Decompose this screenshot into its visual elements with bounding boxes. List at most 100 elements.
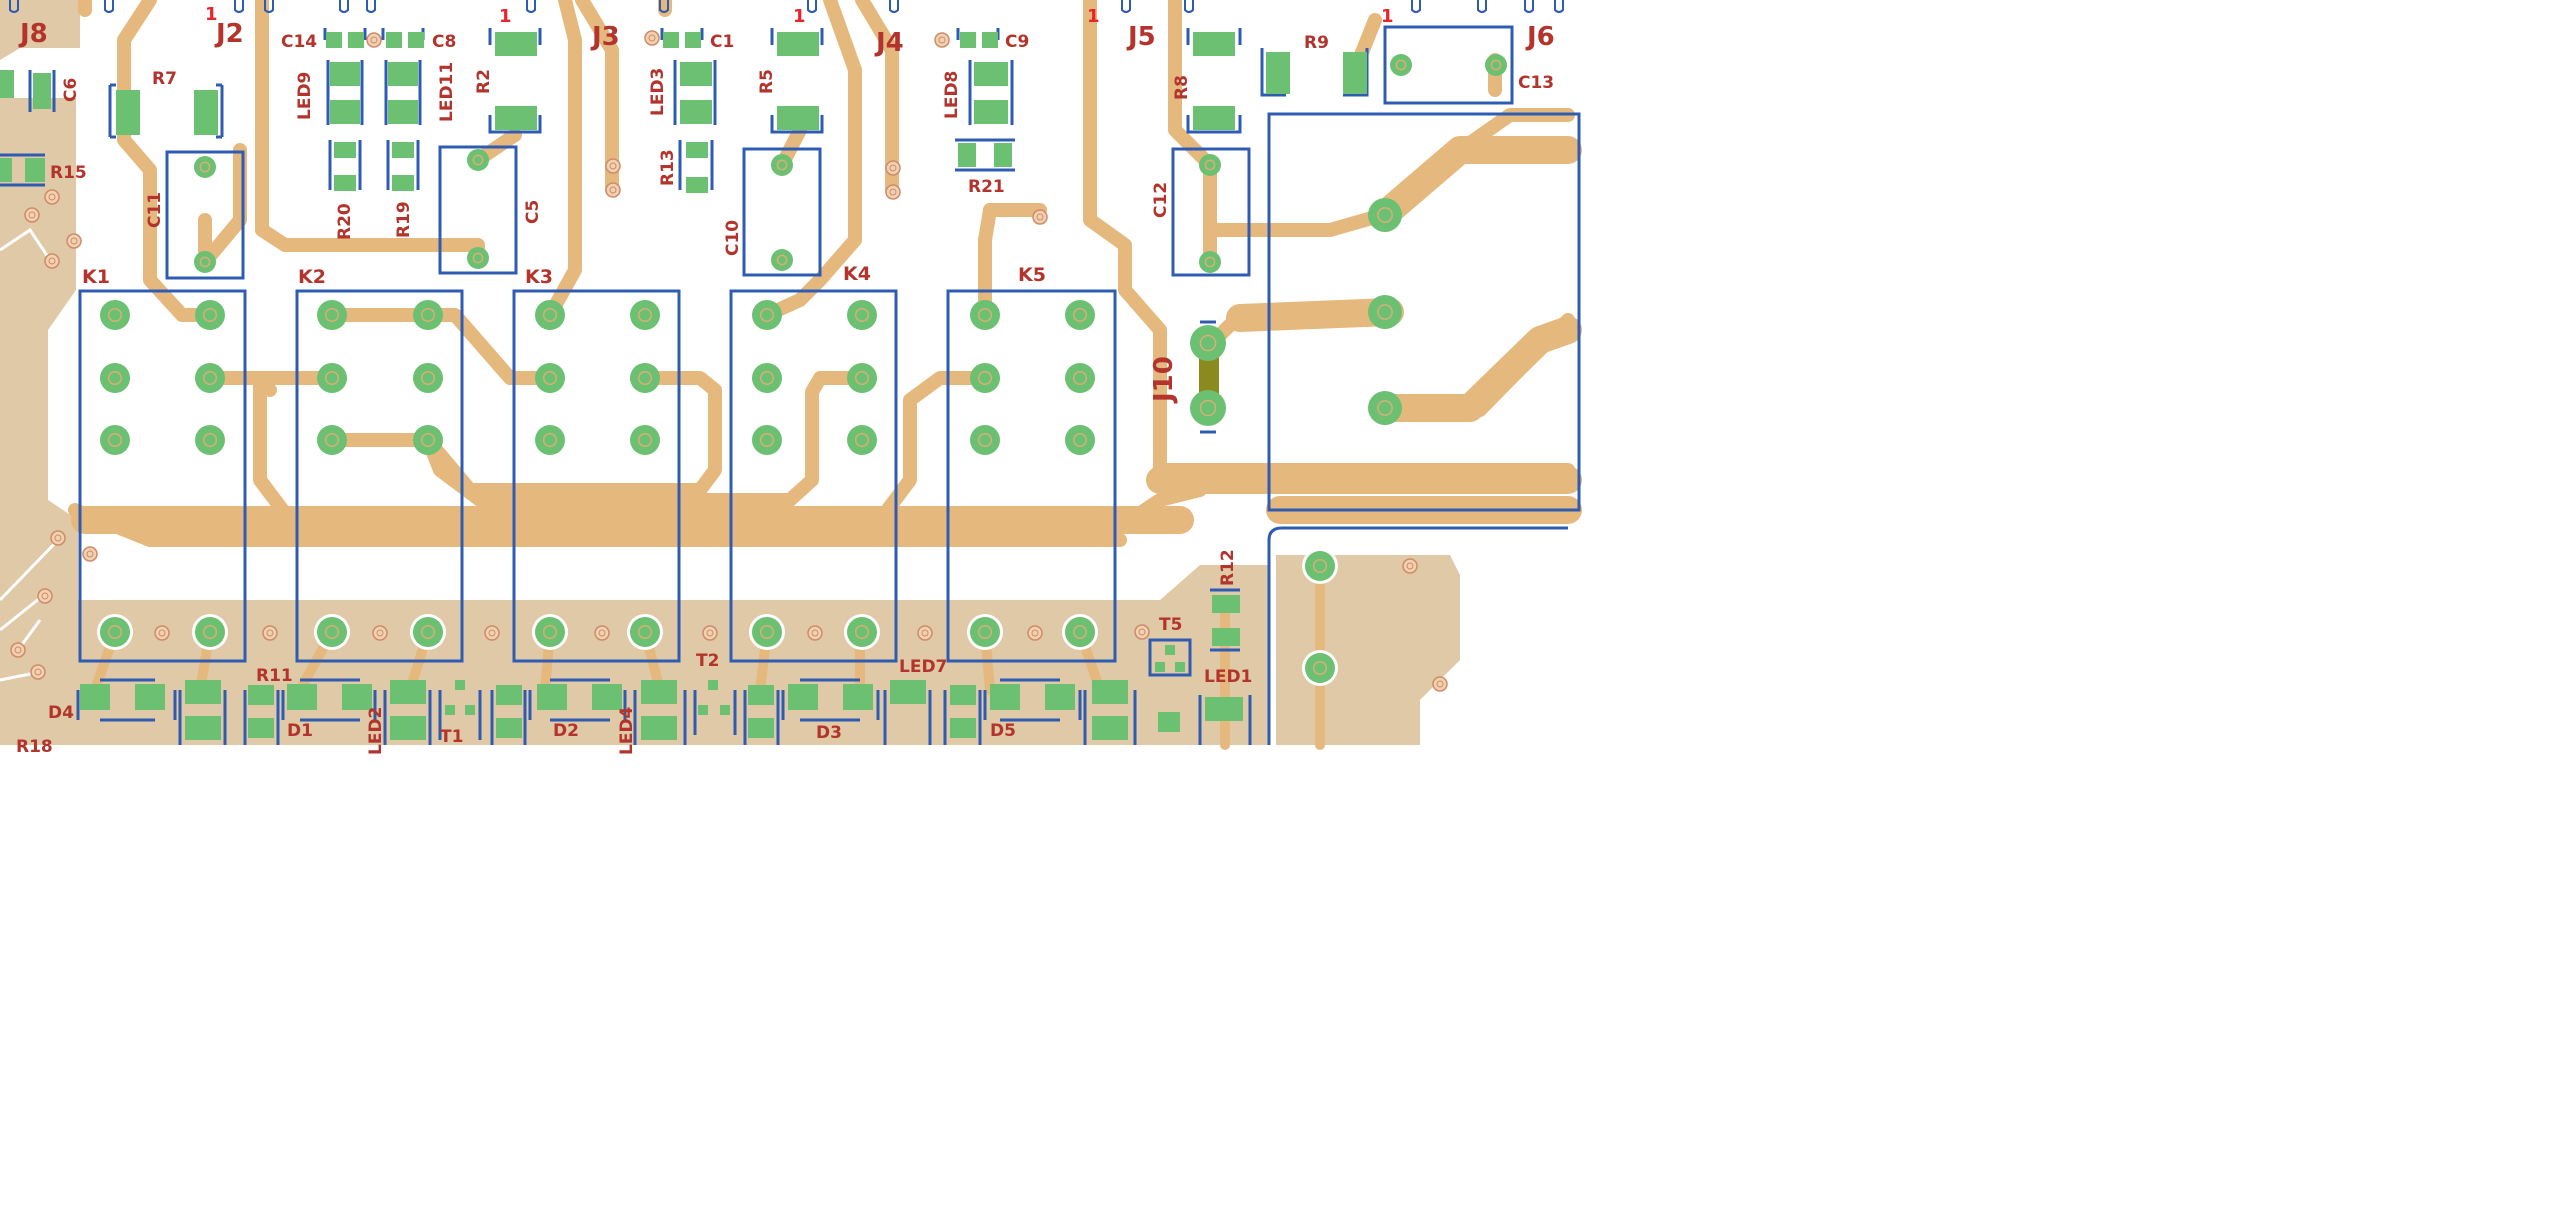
relay-k3-outline (512, 289, 681, 663)
label-R19: R19 (394, 201, 414, 238)
label-K3: K3 (525, 266, 553, 288)
drill-hole (542, 370, 558, 386)
via-hole (811, 629, 819, 637)
label-C6: C6 (61, 78, 81, 102)
label-R8: R8 (1172, 75, 1192, 100)
relay-pin-pad (100, 425, 130, 455)
via-hole (370, 36, 378, 44)
drill-hole (199, 256, 211, 268)
label-K1: K1 (82, 266, 110, 288)
relay-pin-pad (630, 363, 660, 393)
label-C1: C1 (710, 32, 734, 52)
via (1402, 558, 1418, 574)
label-R15: R15 (50, 163, 87, 183)
via (1432, 676, 1448, 692)
label-D1: D1 (287, 721, 313, 741)
relay-pin-pad (630, 300, 660, 330)
relay-pin-pad (195, 363, 225, 393)
drill-hole (637, 624, 653, 640)
relay-coil-pad (752, 617, 782, 647)
via-hole (648, 34, 656, 42)
drill-hole (542, 432, 558, 448)
terminal-pad (1305, 653, 1335, 683)
drill-hole (324, 432, 340, 448)
via-hole (921, 629, 929, 637)
relay-pin-pad (847, 363, 877, 393)
label-R2: R2 (474, 69, 494, 94)
component-outlines (0, 25, 1581, 745)
relay-pin-pad (413, 363, 443, 393)
drill-hole (1072, 307, 1088, 323)
via (37, 588, 53, 604)
via (10, 642, 26, 658)
via (644, 30, 660, 46)
label-LED7: LED7 (899, 657, 947, 677)
drill-hole (854, 307, 870, 323)
label-R21: R21 (968, 177, 1005, 197)
drill-hole (637, 307, 653, 323)
drill-hole (107, 624, 123, 640)
drill-hole (1199, 399, 1217, 417)
via-hole (706, 629, 714, 637)
label-T5: T5 (1159, 615, 1182, 635)
label-C12: C12 (1151, 182, 1171, 218)
terminal-pad (1368, 295, 1402, 329)
pin1-marker: 1 (205, 4, 218, 25)
label-D4: D4 (48, 703, 74, 723)
capacitor-pad (467, 247, 489, 269)
drill-hole (1377, 400, 1393, 416)
label-C11: C11 (145, 192, 165, 228)
via (44, 253, 60, 269)
relay-pin-pad (195, 300, 225, 330)
jumper-j10 (1199, 355, 1219, 397)
label-J8: J8 (18, 19, 48, 49)
via (154, 625, 170, 641)
via (372, 625, 388, 641)
drill-hole (199, 161, 211, 173)
via-hole (609, 162, 617, 170)
drill-hole (1072, 432, 1088, 448)
drill-hole (637, 432, 653, 448)
capacitor-pad (1485, 54, 1507, 76)
capacitor-pad (194, 251, 216, 273)
via-hole (609, 186, 617, 194)
label-D2: D2 (553, 721, 579, 741)
label-K4: K4 (843, 263, 871, 285)
relay-pin-pad (847, 300, 877, 330)
capacitor-pad (1390, 54, 1412, 76)
drill-hole (107, 307, 123, 323)
via (30, 664, 46, 680)
label-T1: T1 (440, 727, 463, 747)
vias (10, 30, 1448, 692)
via-hole (1138, 628, 1146, 636)
pin1-marker: 1 (499, 6, 512, 27)
drill-hole (977, 432, 993, 448)
drill-hole (977, 624, 993, 640)
via (594, 625, 610, 641)
via-hole (488, 629, 496, 637)
via (44, 189, 60, 205)
via (82, 546, 98, 562)
via (484, 625, 500, 641)
pin1-marker: 1 (1087, 6, 1100, 27)
label-LED4: LED4 (617, 706, 637, 755)
connector-openings (9, 0, 1564, 13)
relay-pin-pad (535, 300, 565, 330)
label-J6: J6 (1525, 22, 1555, 52)
via-hole (54, 534, 62, 542)
drill-hole (420, 307, 436, 323)
capacitor-pad (467, 149, 489, 171)
label-D3: D3 (816, 723, 842, 743)
reference-designators: J8 J2 J3 J4 J5 J6 J10 1 1 1 1 1 K1 K2 K3… (16, 4, 1555, 757)
drill-hole (202, 624, 218, 640)
drill-hole (542, 624, 558, 640)
drill-hole (324, 624, 340, 640)
label-R11: R11 (256, 666, 293, 686)
via-hole (34, 668, 42, 676)
relay-pin-pad (1065, 300, 1095, 330)
drill-hole (202, 307, 218, 323)
label-R5: R5 (757, 69, 777, 94)
drill-hole (1377, 304, 1393, 320)
drill-hole (472, 154, 484, 166)
label-LED11: LED11 (437, 62, 457, 122)
